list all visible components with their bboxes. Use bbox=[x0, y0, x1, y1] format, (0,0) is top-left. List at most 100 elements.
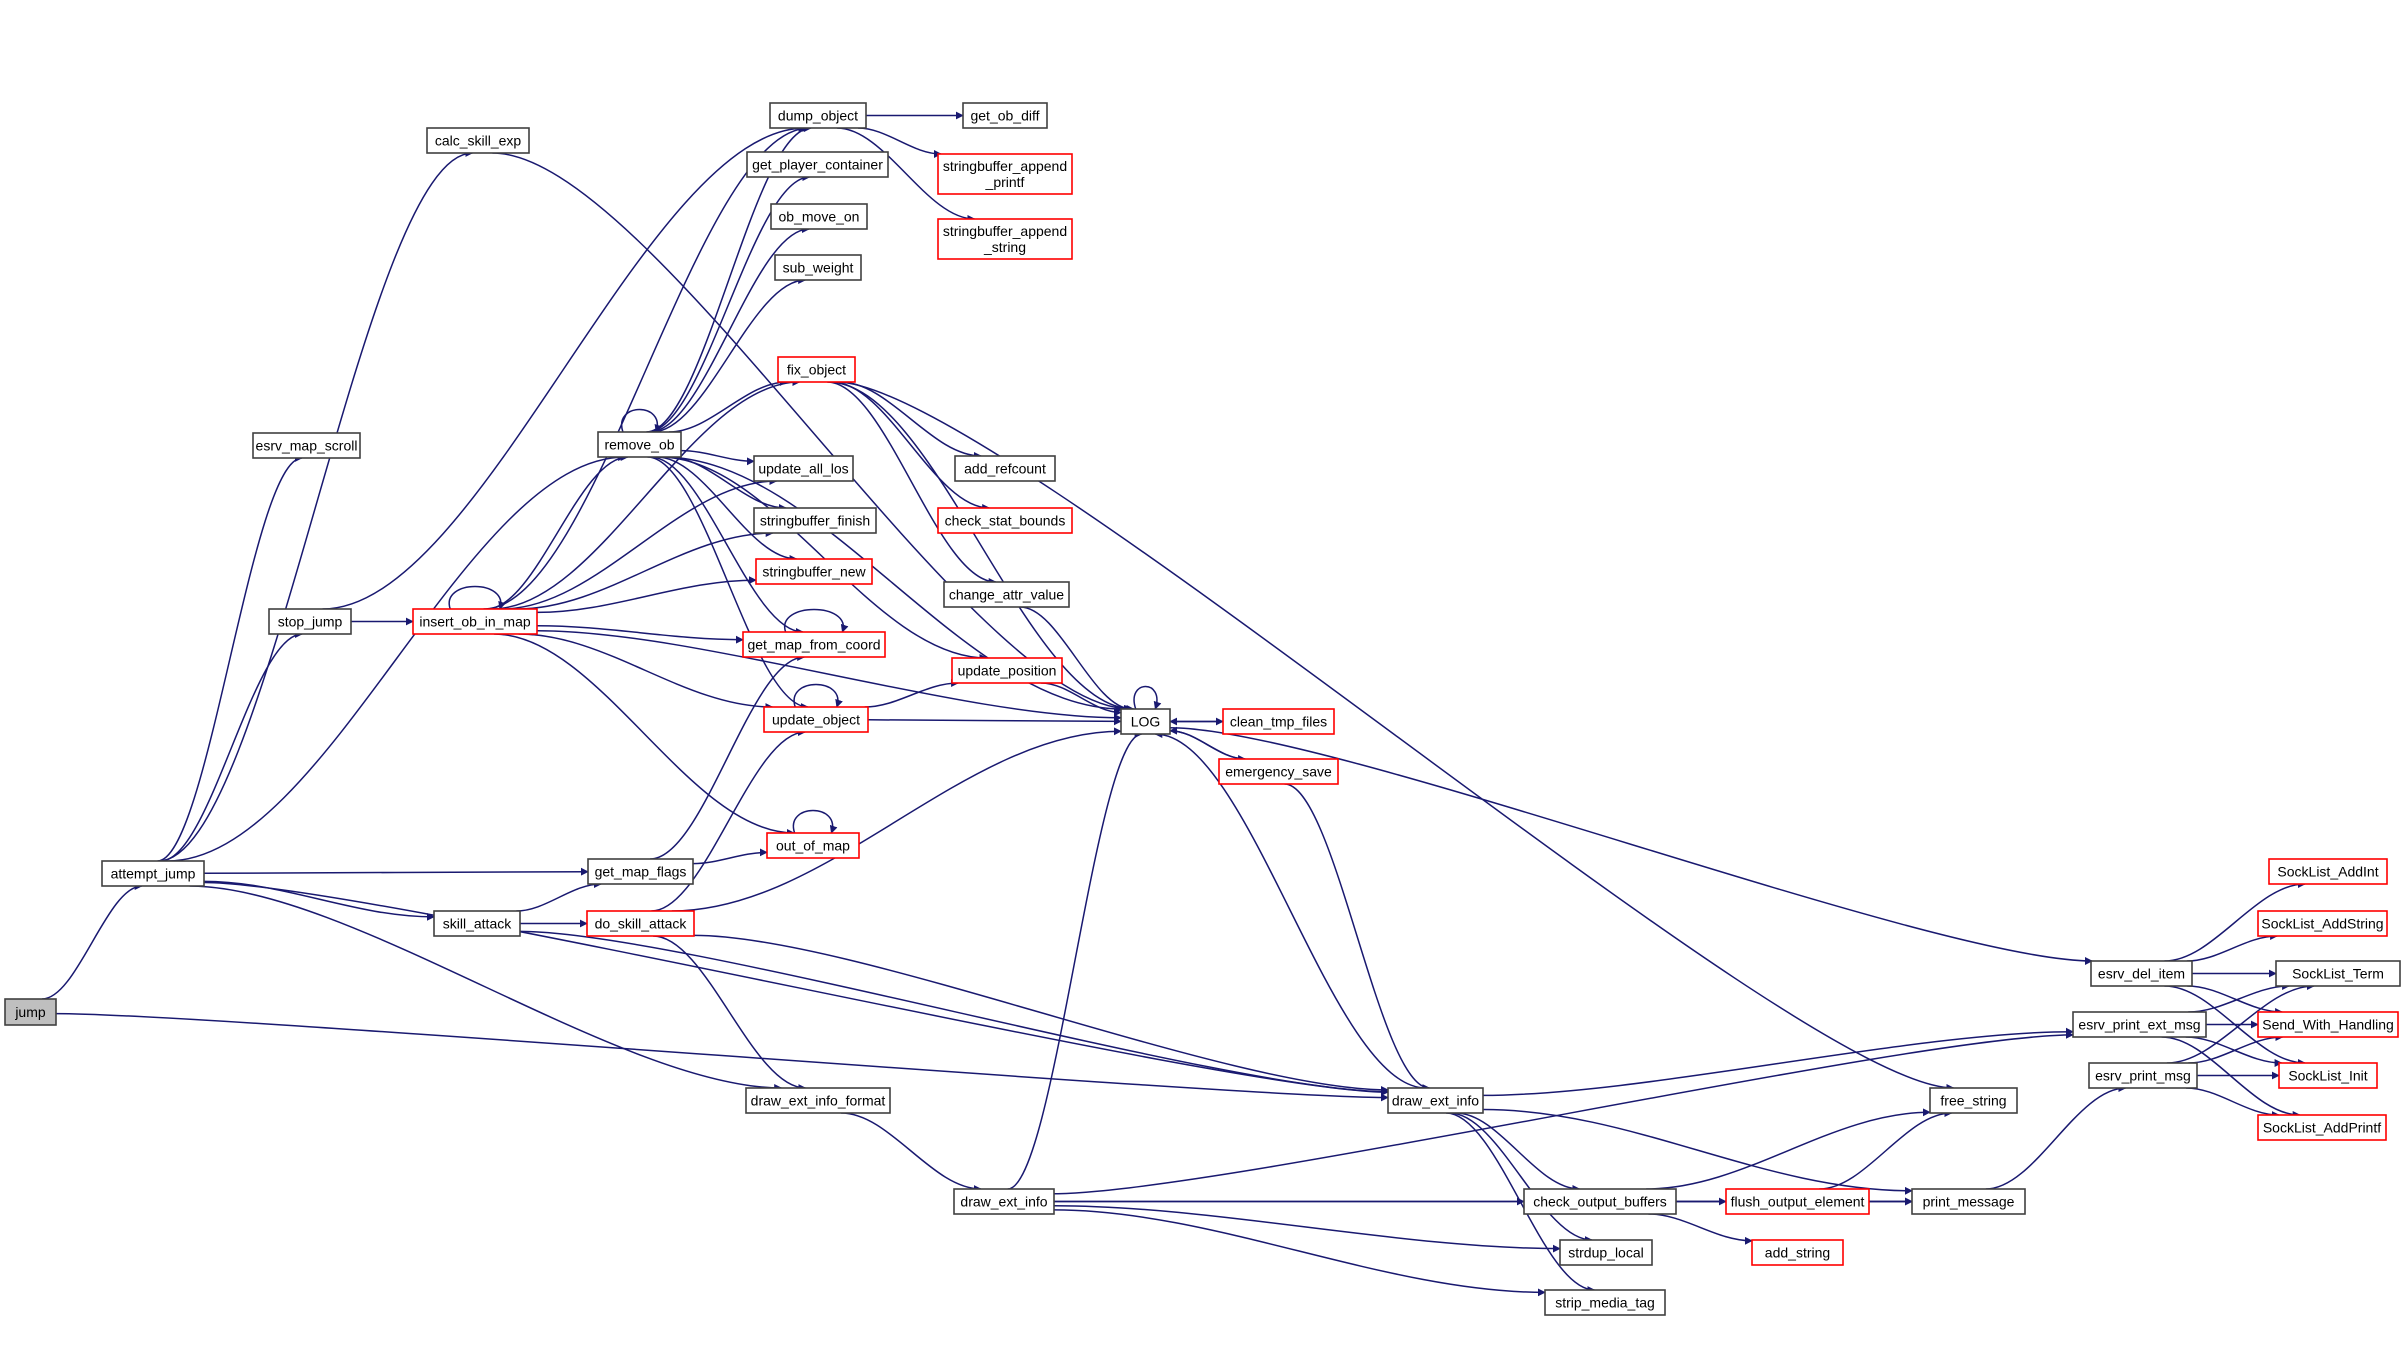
node-box[interactable] bbox=[2257, 1114, 2387, 1141]
node-socklist-init[interactable]: SockList_Init bbox=[2278, 1062, 2378, 1089]
node-update-object[interactable]: update_object bbox=[763, 706, 869, 733]
node-sub-weight[interactable]: sub_weight bbox=[774, 254, 862, 281]
node-box[interactable] bbox=[953, 1188, 1055, 1215]
node-box[interactable] bbox=[412, 608, 538, 635]
node-update-position[interactable]: update_position bbox=[951, 657, 1063, 684]
node-box[interactable] bbox=[745, 1087, 891, 1114]
node-box[interactable] bbox=[763, 706, 869, 733]
node-skill-attack[interactable]: skill_attack bbox=[433, 910, 521, 937]
node-box[interactable] bbox=[755, 558, 873, 585]
node-box[interactable] bbox=[962, 102, 1048, 129]
node-check-output-buffers[interactable]: check_output_buffers bbox=[1523, 1188, 1677, 1215]
node-box[interactable] bbox=[101, 860, 205, 887]
node-box[interactable] bbox=[777, 356, 856, 383]
node-strdup-local[interactable]: strdup_local bbox=[1559, 1239, 1653, 1266]
node-remove-ob[interactable]: remove_ob bbox=[597, 431, 682, 458]
node-box[interactable] bbox=[1218, 758, 1339, 785]
node-update-all-los[interactable]: update_all_los bbox=[753, 455, 854, 482]
node-box[interactable] bbox=[943, 581, 1070, 608]
node-box[interactable] bbox=[2072, 1011, 2207, 1038]
node-box[interactable] bbox=[1725, 1188, 1870, 1215]
node-ob-move-on[interactable]: ob_move_on bbox=[770, 203, 868, 230]
node-box[interactable] bbox=[766, 832, 860, 859]
node-get-map-flags[interactable]: get_map_flags bbox=[587, 858, 694, 885]
node-box[interactable] bbox=[937, 153, 1073, 195]
node-box[interactable] bbox=[753, 507, 877, 534]
node-get-map-from-coord[interactable]: get_map_from_coord bbox=[742, 631, 886, 658]
node-box[interactable] bbox=[1559, 1239, 1653, 1266]
node-box[interactable] bbox=[2257, 1011, 2399, 1038]
node-box[interactable] bbox=[426, 127, 530, 154]
node-box[interactable] bbox=[742, 631, 886, 658]
node-jump[interactable]: jump bbox=[4, 998, 57, 1026]
node-draw-ext-info-a[interactable]: draw_ext_info bbox=[1387, 1087, 1484, 1114]
node-strip-media-tag[interactable]: strip_media_tag bbox=[1544, 1289, 1666, 1316]
node-flush-output-element[interactable]: flush_output_element bbox=[1725, 1188, 1870, 1215]
node-socklist-term[interactable]: SockList_Term bbox=[2275, 960, 2401, 987]
node-box[interactable] bbox=[2275, 960, 2401, 987]
node-box[interactable] bbox=[1387, 1087, 1484, 1114]
node-socklist-addint[interactable]: SockList_AddInt bbox=[2268, 858, 2388, 885]
node-box[interactable] bbox=[587, 858, 694, 885]
node-calc-skill-exp[interactable]: calc_skill_exp bbox=[426, 127, 530, 154]
node-get-player-container[interactable]: get_player_container bbox=[746, 151, 889, 178]
node-box[interactable] bbox=[597, 431, 682, 458]
node-esrv-del-item[interactable]: esrv_del_item bbox=[2090, 960, 2193, 987]
node-esrv-print-ext-msg[interactable]: esrv_print_ext_msg bbox=[2072, 1011, 2207, 1038]
node-box[interactable] bbox=[1120, 708, 1171, 735]
node-box[interactable] bbox=[252, 432, 361, 459]
node-box[interactable] bbox=[1911, 1188, 2026, 1215]
node-box[interactable] bbox=[954, 455, 1056, 482]
node-box[interactable] bbox=[774, 254, 862, 281]
node-send-with-handling[interactable]: Send_With_Handling bbox=[2257, 1011, 2399, 1038]
node-insert-ob-in-map[interactable]: insert_ob_in_map bbox=[412, 608, 538, 635]
node-print-message[interactable]: print_message bbox=[1911, 1188, 2026, 1215]
node-dump-object[interactable]: dump_object bbox=[769, 102, 867, 129]
node-box[interactable] bbox=[1751, 1239, 1844, 1266]
node-stop-jump[interactable]: stop_jump bbox=[268, 608, 352, 635]
node-esrv-map-scroll[interactable]: esrv_map_scroll bbox=[252, 432, 361, 459]
node-do-skill-attack[interactable]: do_skill_attack bbox=[586, 910, 695, 937]
node-esrv-print-msg[interactable]: esrv_print_msg bbox=[2088, 1062, 2198, 1089]
node-fix-object[interactable]: fix_object bbox=[777, 356, 856, 383]
node-box[interactable] bbox=[2090, 960, 2193, 987]
node-add-refcount[interactable]: add_refcount bbox=[954, 455, 1056, 482]
node-box[interactable] bbox=[1929, 1087, 2018, 1114]
node-change-attr-value[interactable]: change_attr_value bbox=[943, 581, 1070, 608]
node-log[interactable]: LOG bbox=[1120, 708, 1171, 735]
node-free-string[interactable]: free_string bbox=[1929, 1087, 2018, 1114]
node-box[interactable] bbox=[753, 455, 854, 482]
node-box[interactable] bbox=[586, 910, 695, 937]
node-box[interactable] bbox=[746, 151, 889, 178]
node-box[interactable] bbox=[2257, 910, 2388, 937]
node-clean-tmp-files[interactable]: clean_tmp_files bbox=[1222, 708, 1335, 735]
node-box[interactable] bbox=[937, 218, 1073, 260]
node-box[interactable] bbox=[951, 657, 1063, 684]
node-get-ob-diff[interactable]: get_ob_diff bbox=[962, 102, 1048, 129]
node-socklist-addstring[interactable]: SockList_AddString bbox=[2257, 910, 2388, 937]
node-socklist-addprintf[interactable]: SockList_AddPrintf bbox=[2257, 1114, 2387, 1141]
node-attempt-jump[interactable]: attempt_jump bbox=[101, 860, 205, 887]
node-add-string[interactable]: add_string bbox=[1751, 1239, 1844, 1266]
node-stringbuffer-finish[interactable]: stringbuffer_finish bbox=[753, 507, 877, 534]
node-draw-ext-info-b[interactable]: draw_ext_info bbox=[953, 1188, 1055, 1215]
node-stringbuffer-new[interactable]: stringbuffer_new bbox=[755, 558, 873, 585]
node-stringbuffer-append-printf[interactable]: stringbuffer_append_printf bbox=[937, 153, 1073, 195]
node-emergency-save[interactable]: emergency_save bbox=[1218, 758, 1339, 785]
node-box[interactable] bbox=[1222, 708, 1335, 735]
node-draw-ext-info-format[interactable]: draw_ext_info_format bbox=[745, 1087, 891, 1114]
node-box[interactable] bbox=[2278, 1062, 2378, 1089]
node-box[interactable] bbox=[770, 203, 868, 230]
node-out-of-map[interactable]: out_of_map bbox=[766, 832, 860, 859]
node-box[interactable] bbox=[4, 998, 57, 1026]
node-box[interactable] bbox=[769, 102, 867, 129]
node-box[interactable] bbox=[1544, 1289, 1666, 1316]
node-box[interactable] bbox=[268, 608, 352, 635]
node-check-stat-bounds[interactable]: check_stat_bounds bbox=[937, 507, 1073, 534]
node-box[interactable] bbox=[937, 507, 1073, 534]
node-box[interactable] bbox=[433, 910, 521, 937]
node-box[interactable] bbox=[2268, 858, 2388, 885]
node-box[interactable] bbox=[1523, 1188, 1677, 1215]
node-box[interactable] bbox=[2088, 1062, 2198, 1089]
node-stringbuffer-append-string[interactable]: stringbuffer_append_string bbox=[937, 218, 1073, 260]
